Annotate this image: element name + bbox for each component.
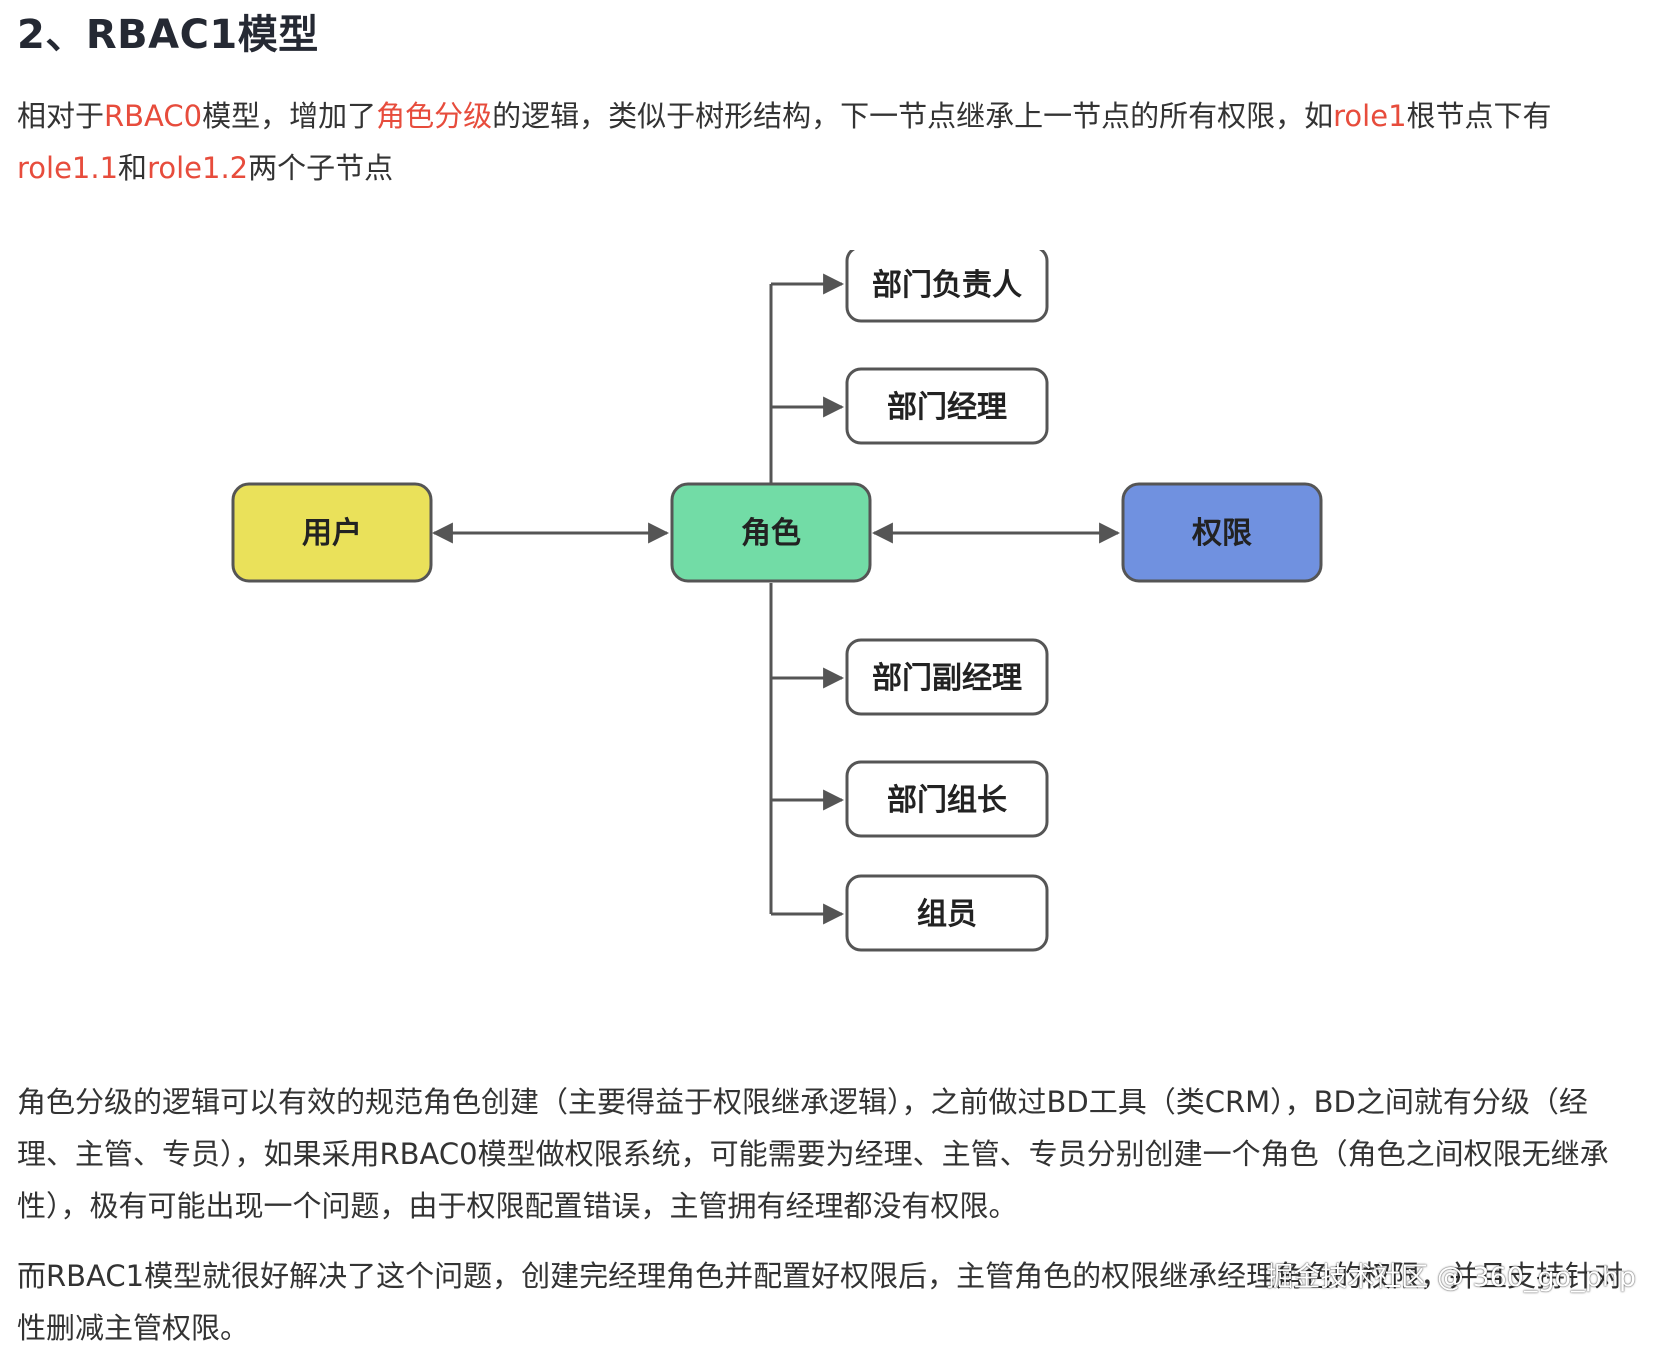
connectors <box>431 273 1121 925</box>
role-node-label: 角色 <box>741 516 801 551</box>
highlight-role-hierarchy: 角色分级 <box>376 99 493 133</box>
highlight-rbac0: RBAC0 <box>104 99 203 133</box>
child-node-team-lead: 部门组长 <box>845 760 1049 838</box>
user-node-label: 用户 <box>302 516 362 551</box>
user-node: 用户 <box>231 482 433 583</box>
rbac1-diagram: 用户 角色 权限 部门负责人 部门经理 部门副经理 部门组长 组员 <box>231 250 1323 952</box>
child-node-member: 组员 <box>845 874 1049 952</box>
intro-paragraph: 相对于RBAC0模型，增加了角色分级的逻辑，类似于树形结构，下一节点继承上一节点… <box>17 99 1552 185</box>
highlight-role1: role1 <box>1333 99 1407 133</box>
watermark: 掘金技术社区 @ 360_go_php <box>1266 1262 1636 1293</box>
role-node: 角色 <box>670 482 872 583</box>
child-node-label: 部门负责人 <box>872 268 1022 303</box>
section-heading: 2、RBAC1模型 <box>17 12 319 58</box>
child-node-dept-manager: 部门经理 <box>845 367 1049 445</box>
explanation-paragraph: 角色分级的逻辑可以有效的规范角色创建（主要得益于权限继承逻辑），之前做过BD工具… <box>17 1085 1609 1223</box>
highlight-role1-2: role1.2 <box>147 151 249 185</box>
permission-node-label: 权限 <box>1191 516 1252 551</box>
permission-node: 权限 <box>1121 482 1323 583</box>
child-node-label: 部门经理 <box>887 390 1007 425</box>
child-node-deputy-manager: 部门副经理 <box>845 638 1049 716</box>
highlight-role1-1: role1.1 <box>17 151 119 185</box>
child-node-label: 部门副经理 <box>872 661 1022 696</box>
child-node-label: 部门组长 <box>887 783 1007 818</box>
conclusion-paragraph: 而RBAC1模型就很好解决了这个问题，创建完经理角色并配置好权限后，主管角色的权… <box>17 1259 1624 1345</box>
child-node-label: 组员 <box>917 897 977 932</box>
child-node-dept-head: 部门负责人 <box>845 250 1049 323</box>
